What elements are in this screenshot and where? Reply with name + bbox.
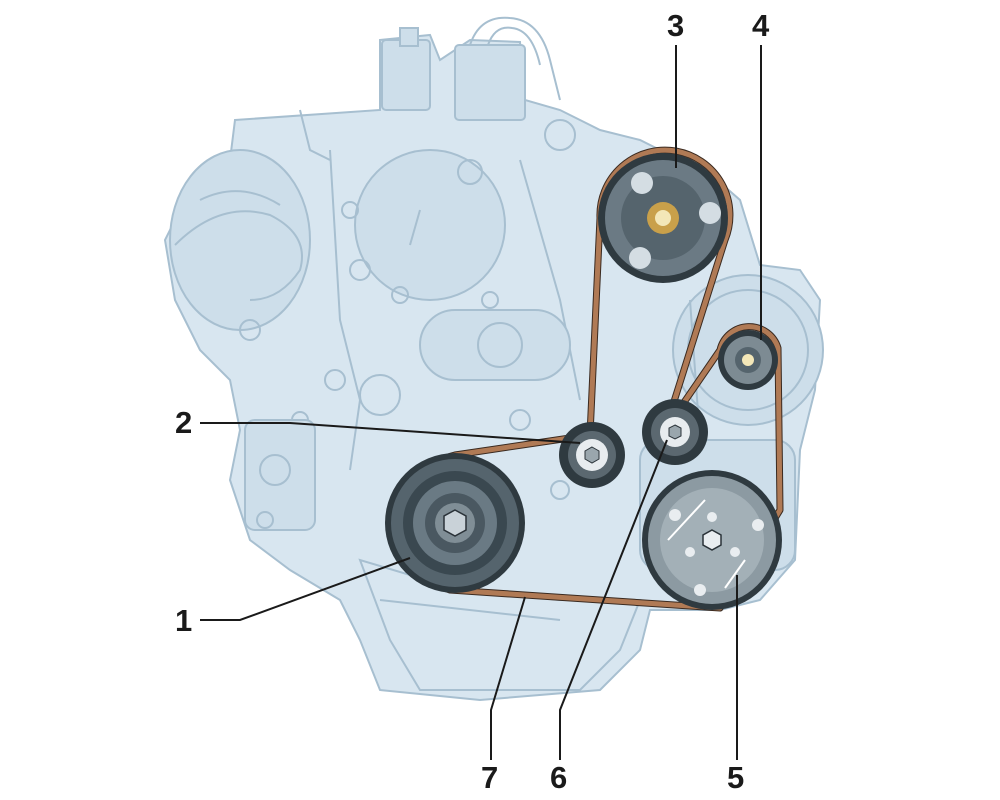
callout-1: 1	[175, 603, 193, 638]
crankshaft-pulley	[385, 453, 525, 593]
leader-lines	[200, 45, 762, 760]
idler-pulley	[559, 422, 625, 488]
tensioner-pulley	[642, 399, 708, 465]
callout-3: 3	[667, 8, 685, 43]
callout-4: 4	[752, 8, 770, 43]
leader-2	[200, 422, 581, 444]
power-steering-pulley	[598, 153, 728, 283]
leader-1	[200, 557, 411, 621]
callout-7: 7	[481, 760, 499, 795]
leader-6	[559, 439, 668, 760]
ac-compressor-pulley	[642, 470, 782, 610]
callout-6: 6	[550, 760, 568, 795]
callout-5: 5	[727, 760, 745, 795]
callout-2: 2	[175, 405, 193, 440]
alternator-pulley	[718, 330, 778, 390]
leader-7	[490, 596, 526, 760]
